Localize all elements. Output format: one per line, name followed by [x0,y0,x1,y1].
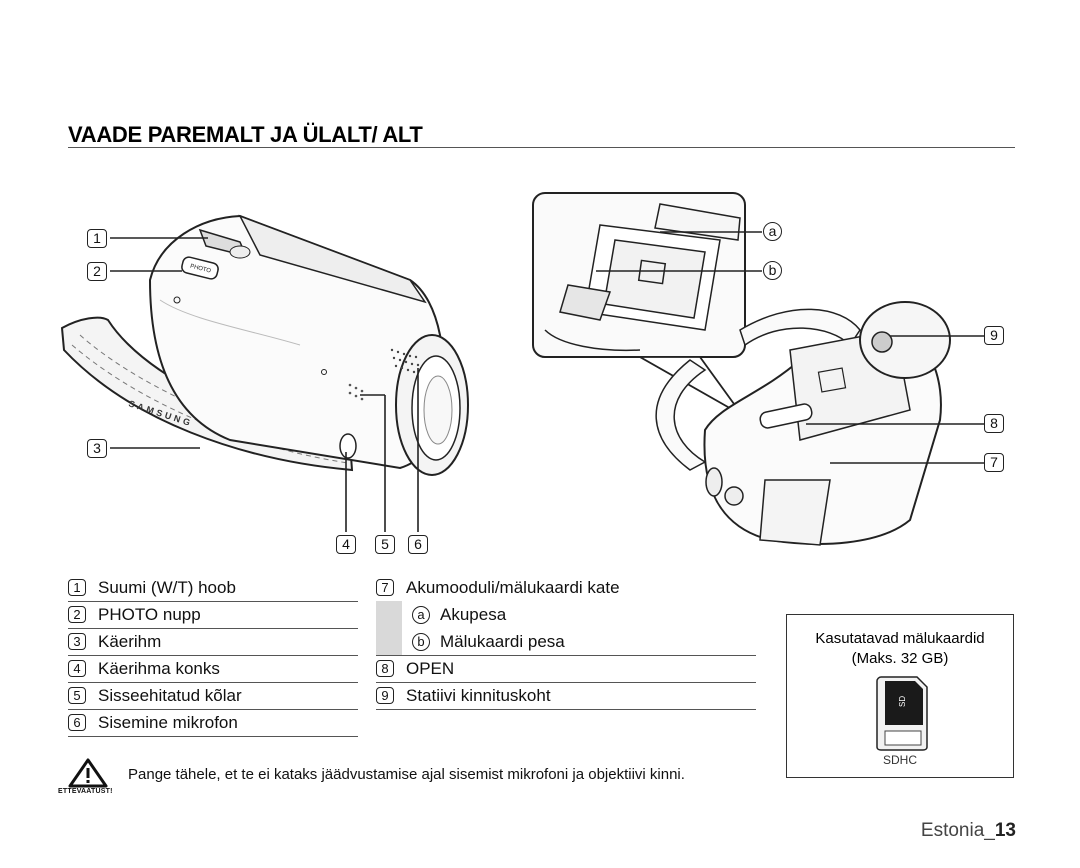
legend-label: Akumooduli/mälukaardi kate [406,577,620,597]
camera-side-view-illustration: SAMSUNG PHOTO [60,214,469,532]
legend-number: 1 [68,579,86,596]
memory-card-info-box: Kasutatavad mälukaardid (Maks. 32 GB) SD… [786,614,1014,778]
footer-country: Estonia_ [920,820,995,841]
legend-label: Sisemine mikrofon [98,712,238,732]
svg-text:SD: SD [898,696,907,707]
legend-item: a Akupesa [376,601,756,628]
caution-icon [68,758,108,788]
microphone-grille [390,348,420,374]
legend-sub-shade [376,601,402,655]
legend-number: 8 [376,660,394,677]
tripod-mount [871,331,893,353]
callout-2: 2 [87,262,107,281]
legend-label: Akupesa [440,604,507,624]
camera-bottom-view-illustration [532,192,984,546]
legend-label: Mälukaardi pesa [440,631,565,651]
legend-number: 2 [68,606,86,623]
page-number: 13 [994,820,1016,841]
legend-label: Suumi (W/T) hoob [98,577,236,597]
callout-7: 7 [984,453,1004,472]
legend-number: 5 [68,687,86,704]
legend-item: 3 Käerihm [68,628,358,656]
callout-a: a [763,222,782,241]
legend-number: 9 [376,687,394,704]
legend-number: 4 [68,660,86,677]
photo-button-label: PHOTO [189,264,211,275]
page-footer: Estonia_13 [921,820,1016,842]
legend-number: a [412,605,430,624]
callout-b: b [763,261,782,280]
card-box-title: Kasutatavad mälukaardid [815,630,985,647]
legend-number: 6 [68,714,86,731]
legend-item: 2 PHOTO nupp [68,601,358,629]
callout-5: 5 [375,535,395,554]
callout-3: 3 [87,439,107,458]
legend-label: Käerihma konks [98,658,220,678]
open-switch [759,403,813,429]
legend-number: b [412,632,430,651]
callout-8: 8 [984,414,1004,433]
strap-hook [339,433,357,459]
card-box-subtitle: (Maks. 32 GB) [851,650,949,667]
legend-number: 7 [376,579,394,596]
speaker-grille [348,383,364,401]
legend-number: 3 [68,633,86,650]
sd-card-icon: SD [876,676,928,751]
legend-item: 1 Suumi (W/T) hoob [68,574,358,602]
legend-item: 5 Sisseehitatud kõlar [68,682,358,710]
legend-label: Käerihm [98,631,162,651]
legend-item: 6 Sisemine mikrofon [68,709,358,737]
legend-item: 7 Akumooduli/mälukaardi kate [376,574,756,601]
callout-9: 9 [984,326,1004,345]
legend-item: b Mälukaardi pesa [376,628,756,656]
legend-label: Sisseehitatud kõlar [98,685,242,705]
photo-button [181,256,219,280]
legend-label: PHOTO nupp [98,604,201,624]
caution-text: Pange tähele, et te ei kataks jäädvustam… [128,766,685,783]
legend-item: 4 Käerihma konks [68,655,358,683]
legend-label: Statiivi kinnituskoht [406,685,551,705]
title-divider [68,147,1015,148]
legend-item: 9 Statiivi kinnituskoht [376,682,756,710]
sdhc-label: SDHC [882,753,917,767]
legend-item: 8 OPEN [376,655,756,683]
callout-6: 6 [408,535,428,554]
battery-slot-detail [544,203,741,352]
callout-4: 4 [336,535,356,554]
legend-label: OPEN [406,658,455,678]
callout-1: 1 [87,229,107,248]
page-title: VAADE PAREMALT JA ÜLALT/ ALT [68,122,423,147]
lens-right [859,301,951,379]
caution-caption: ETTEVAATUST! [58,788,113,795]
